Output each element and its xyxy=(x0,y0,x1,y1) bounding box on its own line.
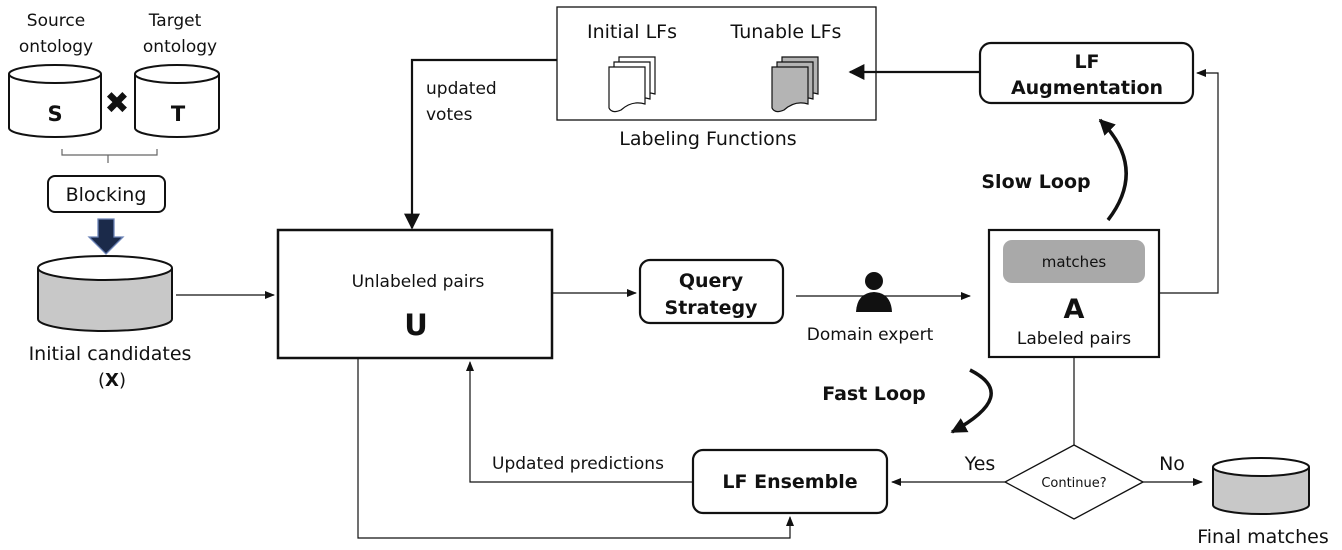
lf-ensemble-label: LF Ensemble xyxy=(722,471,857,493)
initial-candidates-cylinder xyxy=(37,255,173,332)
updated-predictions-arrow xyxy=(466,361,693,483)
initial-lfs-label: Initial LFs xyxy=(587,21,677,43)
query-strategy-line1: Query xyxy=(679,270,744,292)
slow-loop-arrow xyxy=(1098,118,1128,222)
cross-product-icon: ✖ xyxy=(104,86,129,121)
final-matches-label: Final matches xyxy=(1197,526,1329,548)
initial-candidates-symbol: (X) xyxy=(98,370,126,391)
yes-label: Yes xyxy=(964,453,996,475)
labeled-to-augmentation-arrow xyxy=(1159,69,1219,294)
domain-expert-label: Domain expert xyxy=(807,325,934,345)
blocking-label: Blocking xyxy=(66,184,147,206)
tunable-lfs-document-icon xyxy=(771,56,819,113)
grouping-brace xyxy=(61,149,158,163)
no-label: No xyxy=(1159,453,1185,475)
labeled-pairs-label: Labeled pairs xyxy=(1017,329,1131,349)
updated-votes-line1: updated xyxy=(426,79,497,99)
target-ontology-cylinder xyxy=(134,64,220,138)
updated-votes-line2: votes xyxy=(426,105,473,125)
domain-expert-person-icon xyxy=(856,272,892,312)
unlabeled-pairs-label: Unlabeled pairs xyxy=(352,272,485,292)
target-letter: T xyxy=(171,102,186,126)
target-caption-line2: ontology xyxy=(143,37,217,57)
blocking-down-arrow xyxy=(87,218,125,255)
query-strategy-box xyxy=(638,258,785,325)
tunable-lfs-label: Tunable LFs xyxy=(730,21,842,43)
updated-predictions-label: Updated predictions xyxy=(492,454,664,474)
source-letter: S xyxy=(47,102,62,126)
labeling-functions-caption: Labeling Functions xyxy=(619,128,796,150)
updated-votes-arrow xyxy=(404,58,557,230)
matches-badge-label: matches xyxy=(1042,253,1107,271)
labeled-symbol: A xyxy=(1064,294,1085,325)
fast-loop-arrow xyxy=(950,368,993,434)
source-caption-line2: ontology xyxy=(19,37,93,57)
lf-augmentation-line1: LF xyxy=(1074,51,1099,73)
unlabeled-to-ensemble-arrow xyxy=(357,358,794,539)
unlabeled-pairs-box xyxy=(276,228,554,360)
continue-decision-diamond xyxy=(1003,444,1145,520)
source-caption-line1: Source xyxy=(27,11,85,31)
final-matches-cylinder xyxy=(1212,457,1310,515)
fast-loop-label: Fast Loop xyxy=(822,383,926,405)
blocking-box xyxy=(47,175,166,213)
source-ontology-cylinder xyxy=(8,64,102,138)
query-strategy-line2: Strategy xyxy=(665,297,759,319)
unlabeled-symbol: U xyxy=(404,308,428,342)
target-caption-line1: Target xyxy=(148,11,202,31)
initial-lfs-document-icon xyxy=(608,56,656,113)
continue-label: Continue? xyxy=(1041,476,1106,491)
lf-augmentation-line2: Augmentation xyxy=(1011,77,1163,99)
initial-candidates-label: Initial candidates xyxy=(29,343,192,365)
slow-loop-label: Slow Loop xyxy=(981,171,1090,193)
matches-badge xyxy=(1003,240,1145,283)
